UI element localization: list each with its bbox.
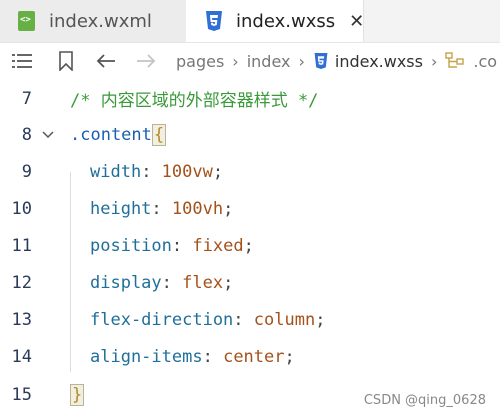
chevron-right-icon: › <box>430 51 438 71</box>
back-arrow-icon[interactable] <box>94 53 118 69</box>
symbol-tree-icon <box>445 52 465 70</box>
css-value: center <box>223 346 285 367</box>
code-line: 13 flex-direction: column; <box>0 301 500 338</box>
code-line: 7 /* 内容区域的外部容器样式 */ <box>0 80 500 117</box>
css-value: fixed <box>192 235 244 256</box>
breadcrumb: pages › index › index.wxss › .co <box>0 43 500 79</box>
line-number: 9 <box>21 161 32 182</box>
chevron-right-icon: › <box>298 51 305 71</box>
code-line: 15 } <box>0 376 500 413</box>
tab-index-wxss[interactable]: index.wxss ✕ <box>186 0 364 42</box>
indent-guide <box>70 172 71 372</box>
close-brace: } <box>70 383 85 406</box>
css-file-icon <box>204 10 224 32</box>
list-icon[interactable] <box>10 53 34 69</box>
css-property: height <box>90 198 152 219</box>
chevron-right-icon: › <box>232 51 239 71</box>
line-number: 8 <box>21 124 32 145</box>
line-number: 10 <box>11 198 32 219</box>
line-number: 13 <box>11 309 32 330</box>
css-value: 100vw <box>161 161 213 182</box>
css-value: column <box>253 309 316 330</box>
css-value: 100vh <box>171 198 224 219</box>
code-comment: /* 内容区域的外部容器样式 */ <box>70 91 319 111</box>
code-declaration: display: flex; <box>90 272 234 293</box>
code-declaration: height: 100vh; <box>90 198 234 219</box>
code-declaration: flex-direction: column; <box>90 309 326 330</box>
line-number: 7 <box>21 88 32 109</box>
open-brace: { <box>151 123 167 146</box>
forward-arrow-icon[interactable] <box>134 53 158 69</box>
css-property: flex-direction <box>90 309 234 330</box>
css-property: align-items <box>90 346 203 367</box>
code-declaration: position: fixed; <box>90 235 254 256</box>
code-line: 11 position: fixed; <box>0 227 500 264</box>
chevron-down-icon[interactable] <box>42 128 54 142</box>
css-value: flex <box>182 272 224 293</box>
code-selector-line: .content{ <box>70 123 167 146</box>
bookmark-icon[interactable] <box>56 51 76 71</box>
code-editor[interactable]: 7 /* 内容区域的外部容器样式 */ 8 .content{ 9 width:… <box>0 80 500 418</box>
code-close-line: } <box>70 383 85 406</box>
watermark: CSDN @qing_0628 <box>363 393 486 408</box>
tab-label: index.wxss <box>236 10 336 32</box>
wxml-file-icon <box>18 11 35 31</box>
code-line: 8 .content{ <box>0 116 500 153</box>
css-property: position <box>90 235 172 256</box>
code-declaration: width: 100vw; <box>90 161 224 182</box>
line-number: 14 <box>11 346 32 367</box>
tab-index-wxml[interactable]: index.wxml <box>0 0 186 42</box>
code-declaration: align-items: center; <box>90 346 295 367</box>
code-line: 12 display: flex; <box>0 264 500 301</box>
css-file-icon <box>313 52 329 70</box>
breadcrumb-item-pages[interactable]: pages <box>176 51 225 71</box>
tab-bar: index.wxml index.wxss ✕ <box>0 0 500 43</box>
css-property: width <box>90 161 142 182</box>
breadcrumb-item-file[interactable]: index.wxss <box>334 51 423 71</box>
code-line: 9 width: 100vw; <box>0 153 500 190</box>
line-number: 15 <box>11 384 32 405</box>
close-icon[interactable]: ✕ <box>349 10 365 32</box>
breadcrumb-item-index[interactable]: index <box>246 51 291 71</box>
tab-label: index.wxml <box>49 10 152 32</box>
breadcrumb-item-selector[interactable]: .co <box>473 51 498 71</box>
line-number: 11 <box>11 235 32 256</box>
code-line: 14 align-items: center; <box>0 338 500 375</box>
line-number: 12 <box>11 272 32 293</box>
css-property: display <box>90 272 162 293</box>
css-selector: .content <box>70 124 152 145</box>
code-line: 10 height: 100vh; <box>0 190 500 227</box>
